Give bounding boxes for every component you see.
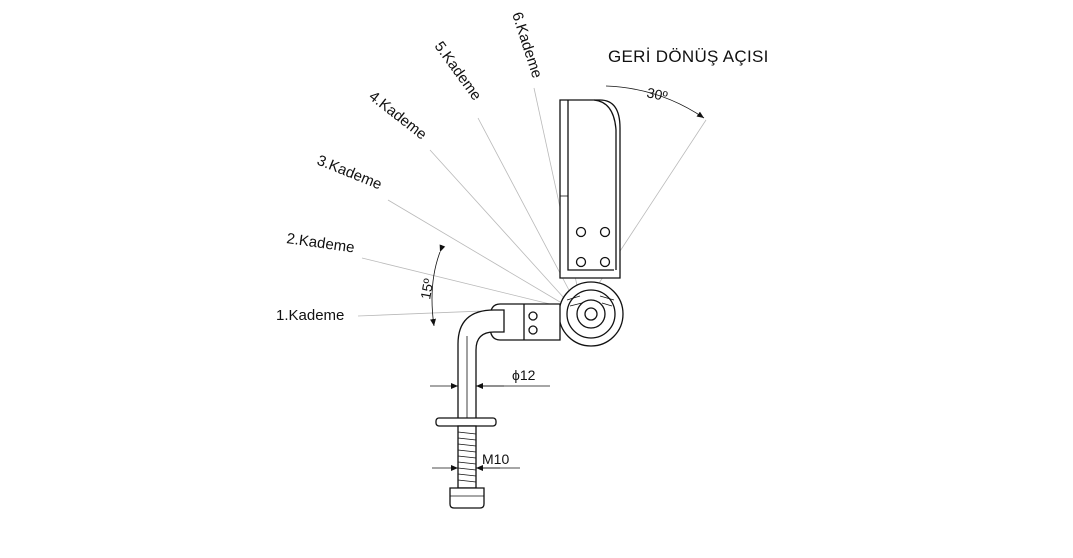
nut <box>449 487 485 509</box>
stage-label-3: 3.Kademe <box>315 152 385 193</box>
stage-ray-4 <box>429 149 565 299</box>
stage-labels: 1.Kademe 2.Kademe 3.Kademe 4.Kademe 5.Ka… <box>276 10 545 324</box>
diameter-dimension: ϕ12 <box>430 367 550 389</box>
thread-value: M10 <box>482 451 509 467</box>
bolt-hole <box>599 256 611 268</box>
diameter-value: ϕ12 <box>512 367 536 383</box>
thread-dimension: M10 <box>432 451 520 471</box>
pivot-hub <box>558 281 624 347</box>
stage-label-5: 5.Kademe <box>431 38 485 103</box>
return-angle-title: GERİ DÖNÜŞ AÇISI <box>608 47 769 66</box>
step-angle-arc <box>430 244 446 327</box>
bolt-hole <box>575 226 587 238</box>
bent-rod <box>457 309 505 421</box>
step-angle-value: 15º <box>417 277 436 300</box>
threaded-stud <box>449 425 485 509</box>
upper-arm <box>559 99 621 279</box>
stage-label-4: 4.Kademe <box>366 88 430 144</box>
stage-label-6: 6.Kademe <box>508 10 545 80</box>
stage-ray-2 <box>361 257 559 307</box>
bolt-hole <box>599 226 611 238</box>
stage-label-2: 2.Kademe <box>285 230 355 256</box>
stage-ray-3 <box>387 199 561 303</box>
base-flange <box>435 417 497 427</box>
return-angle-value: 30º <box>645 84 669 104</box>
stage-ray-5 <box>477 117 571 293</box>
bolt-hole <box>575 256 587 268</box>
return-angle-arc <box>605 85 705 119</box>
stage-label-1: 1.Kademe <box>276 307 344 324</box>
